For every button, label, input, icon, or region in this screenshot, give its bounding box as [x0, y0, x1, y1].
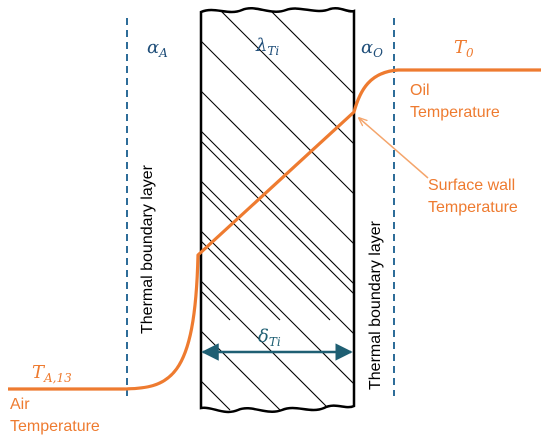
wall-outline	[199, 7, 356, 414]
oil-temperature-symbol: T0	[454, 37, 474, 60]
alpha-oil-symbol: αO	[361, 37, 383, 60]
surface-temperature-pointer	[359, 118, 429, 179]
surface-temperature-label-line2: Temperature	[428, 199, 518, 216]
boundary-layer-label-left: Thermal boundary layer	[139, 164, 156, 334]
air-temperature-symbol: TA,13	[32, 362, 72, 385]
boundary-layer-label-right: Thermal boundary layer	[367, 220, 384, 390]
thickness-symbol: δTi	[258, 326, 281, 349]
temperature-profile-curve	[8, 68, 541, 391]
surface-temperature-label-line1: Surface wall	[428, 177, 515, 194]
lambda-wall-symbol: λTi	[255, 35, 279, 58]
air-temperature-label-line1: Air	[10, 396, 30, 413]
oil-temperature-label-line2: Temperature	[410, 104, 500, 121]
oil-temperature-label-line1: Oil	[410, 82, 430, 99]
air-temperature-label-line2: Temperature	[10, 418, 100, 435]
alpha-air-symbol: αA	[147, 37, 168, 60]
